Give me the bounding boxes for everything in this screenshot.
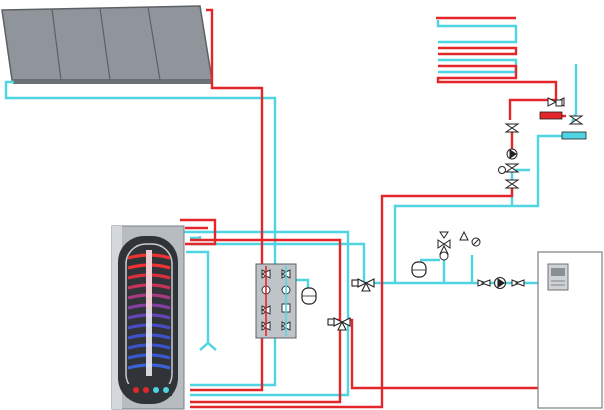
hot-pipes: [180, 8, 566, 409]
storage-tank: [111, 225, 185, 410]
boiler-icon: [537, 251, 603, 409]
pump-icon: [493, 276, 507, 290]
solar-pump-station: [255, 263, 297, 339]
tank-coil: [125, 243, 173, 395]
expansion-vessel-icon: [411, 261, 427, 278]
safety-valve-icon: [437, 230, 481, 261]
expansion-vessel-icon: [301, 287, 317, 305]
heating-valves: [498, 97, 584, 189]
three-way-valve-icon: [327, 317, 351, 331]
manifold-icon: [539, 111, 587, 140]
check-valve-icon: [477, 279, 525, 287]
three-way-valve-icon: [351, 278, 375, 292]
solar-collector: [1, 5, 213, 84]
